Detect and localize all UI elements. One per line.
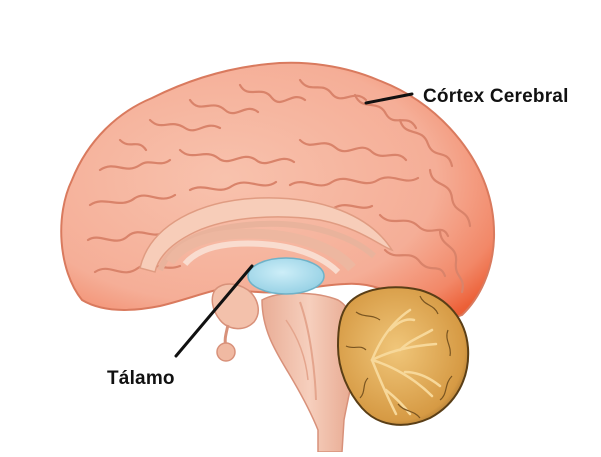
- hypothalamus-pituitary: [212, 284, 258, 361]
- thalamus: [248, 258, 324, 294]
- cortex-label: Córtex Cerebral: [423, 86, 569, 108]
- thalamus-label: Tálamo: [107, 368, 175, 390]
- cerebellum: [338, 287, 468, 425]
